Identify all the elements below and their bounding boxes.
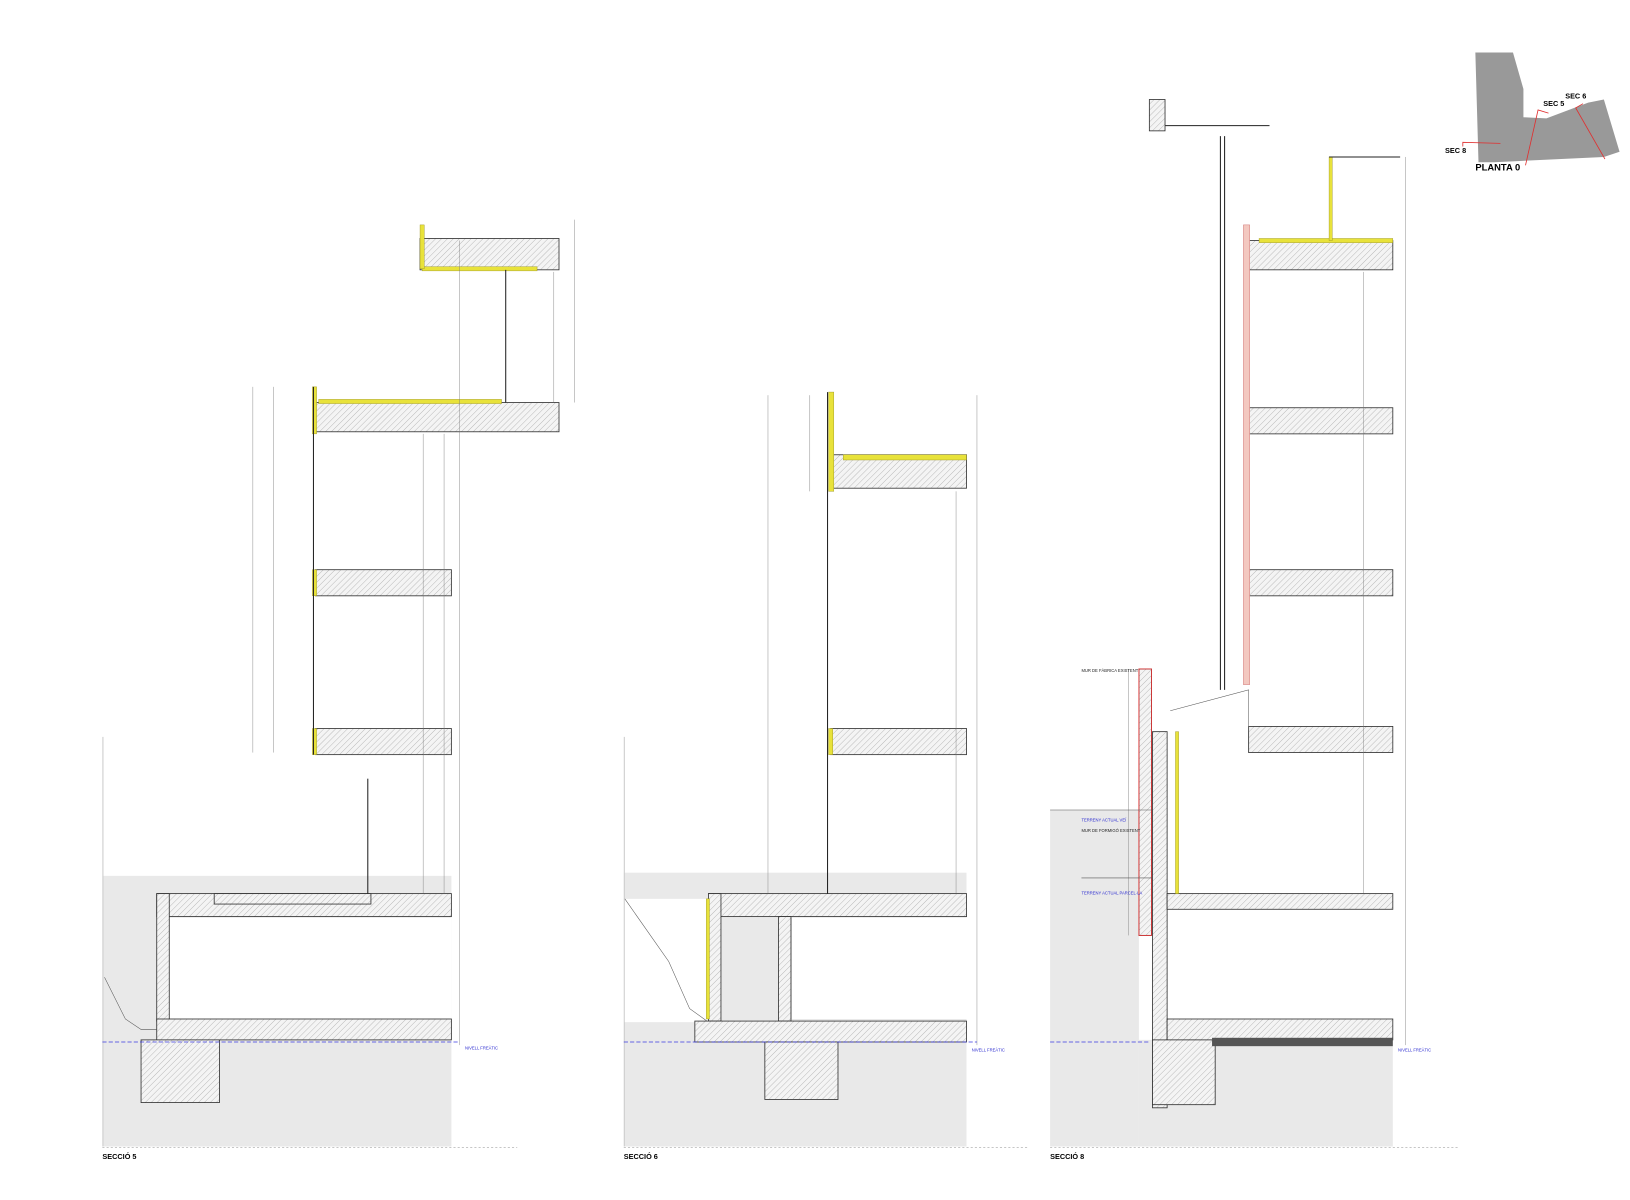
insulation bbox=[312, 386, 317, 435]
key-plan: SEC 5 SEC 6 SEC 8 PLANTA 0 bbox=[1445, 52, 1620, 173]
insulation bbox=[1258, 238, 1394, 243]
cut-line-sec-6 bbox=[1575, 103, 1606, 160]
section-title: SECCIÓ 8 bbox=[1050, 1152, 1084, 1161]
cut-line-sec-8 bbox=[1462, 141, 1501, 147]
ground-line bbox=[624, 898, 709, 1023]
insulation bbox=[312, 569, 317, 597]
middle-slab bbox=[1248, 569, 1394, 597]
key-plan-fill bbox=[1475, 52, 1620, 163]
footing bbox=[764, 1041, 839, 1100]
plot-ground-label: TERRENY ACTUAL PARCEL·LA bbox=[1081, 891, 1142, 896]
basement-wall bbox=[156, 893, 170, 1022]
basement-floor-slab bbox=[1166, 1018, 1394, 1041]
canopy bbox=[1170, 689, 1249, 732]
ground-fill-neighbour bbox=[1050, 810, 1139, 1147]
neighbour-ground-label: TERRENY ACTUAL VEÍ bbox=[1081, 818, 1127, 823]
facade-finish bbox=[1243, 224, 1250, 685]
lower-slab bbox=[315, 728, 452, 756]
key-plan-label-sec-5: SEC 5 bbox=[1543, 99, 1564, 108]
key-plan-title: PLANTA 0 bbox=[1475, 162, 1520, 173]
retaining-wall bbox=[708, 893, 722, 1022]
section-title: SECCIÓ 5 bbox=[102, 1152, 136, 1161]
insulation bbox=[419, 224, 425, 269]
existing-concrete-wall-label: MUR DE FORMIGÓ EXISTENT bbox=[1081, 828, 1140, 833]
first-floor-slab bbox=[1248, 407, 1394, 435]
section-title: SECCIÓ 6 bbox=[624, 1152, 658, 1161]
footing bbox=[140, 1039, 220, 1104]
basement-wall bbox=[778, 916, 792, 1022]
insulation bbox=[1175, 731, 1179, 894]
first-floor-slab bbox=[830, 454, 967, 489]
insulation bbox=[318, 399, 502, 404]
water-table-label: NIVELL FREÀTIC bbox=[972, 1047, 1005, 1052]
lower-slab bbox=[830, 728, 967, 756]
top-cornice bbox=[1148, 99, 1166, 132]
insulation bbox=[828, 728, 833, 755]
ground-slab bbox=[1166, 893, 1394, 910]
ground-line bbox=[104, 977, 157, 1030]
insulation bbox=[421, 266, 538, 272]
basement-space bbox=[169, 917, 452, 1019]
insulation bbox=[828, 391, 835, 492]
roof-slab bbox=[1248, 240, 1394, 271]
cut-line-sec-5 bbox=[1525, 109, 1549, 166]
concrete-wall bbox=[1152, 731, 1168, 1109]
section-8: MUR DE FÀBRICA EXISTENT TERRENY ACTUAL V… bbox=[1050, 99, 1458, 1161]
section-6: NIVELL FREÀTIC SECCIÓ 6 bbox=[623, 391, 1030, 1161]
insulation bbox=[706, 898, 710, 1020]
section-5: NIVELL FREÀTIC SECCIÓ 5 bbox=[102, 219, 575, 1161]
basement-floor-slab bbox=[694, 1020, 967, 1043]
ground-slab bbox=[708, 893, 967, 918]
key-plan-label-sec-8: SEC 8 bbox=[1445, 146, 1466, 155]
terrace-slab bbox=[213, 893, 372, 905]
key-plan-label-sec-6: SEC 6 bbox=[1565, 91, 1586, 100]
lower-slab bbox=[1248, 726, 1394, 753]
gravel-layer bbox=[1212, 1037, 1393, 1047]
water-table-label: NIVELL FREÀTIC bbox=[1398, 1047, 1431, 1052]
insulation bbox=[1328, 156, 1333, 241]
water-table-label: NIVELL FREÀTIC bbox=[465, 1045, 498, 1050]
insulation bbox=[312, 728, 317, 755]
first-floor-slab bbox=[315, 402, 560, 433]
basement-floor-slab bbox=[156, 1018, 452, 1041]
footing bbox=[1152, 1039, 1216, 1106]
existing-brick-wall-label: MUR DE FÀBRICA EXISTENT bbox=[1081, 668, 1138, 673]
middle-slab bbox=[315, 569, 452, 597]
basement-space bbox=[792, 917, 967, 1019]
insulation bbox=[843, 454, 967, 461]
roof-slab bbox=[419, 238, 560, 271]
